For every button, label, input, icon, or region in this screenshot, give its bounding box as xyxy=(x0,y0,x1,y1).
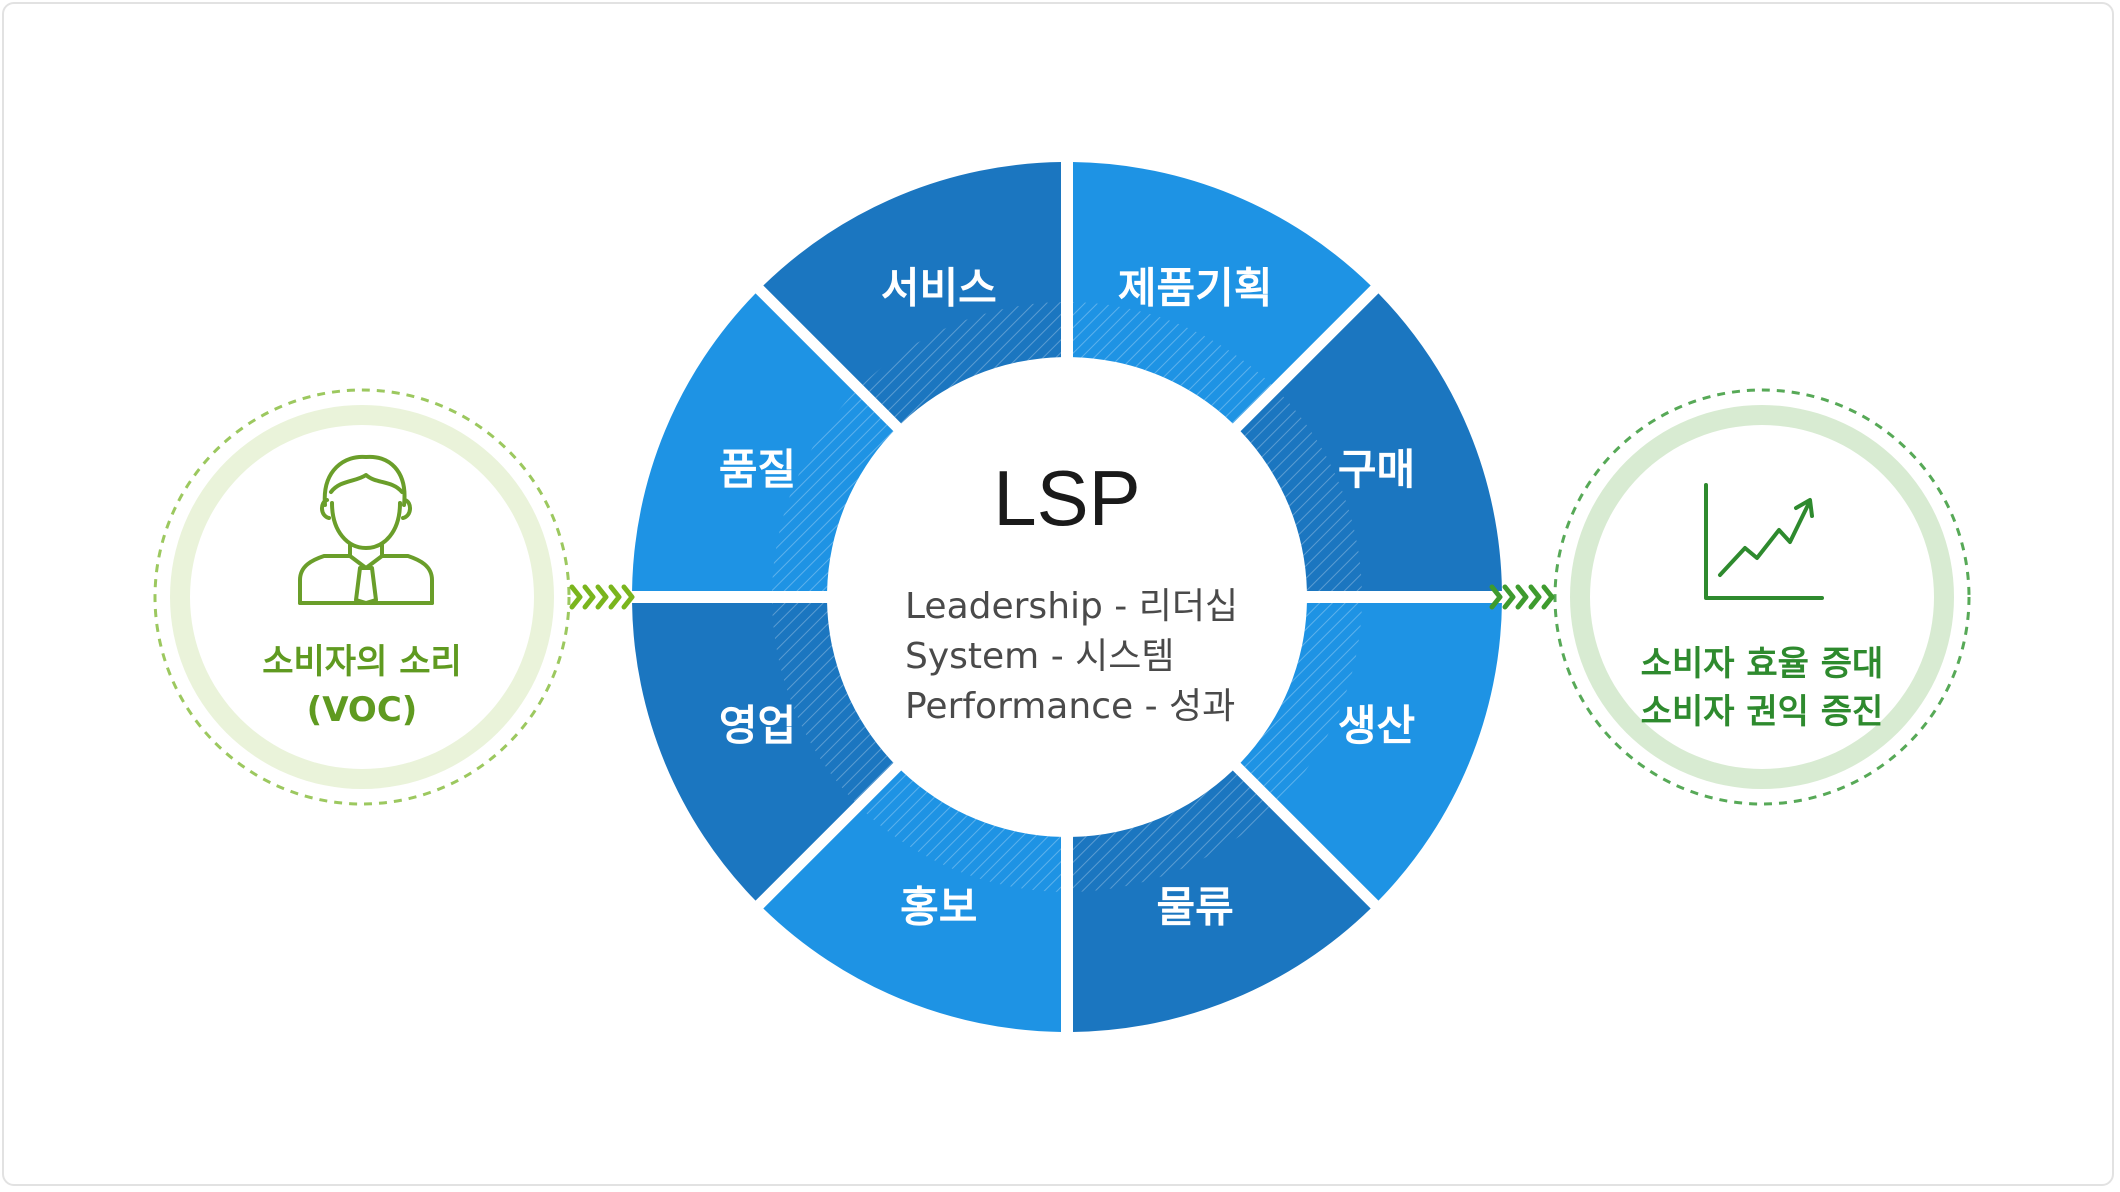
segment-purchase: 구매 xyxy=(1240,293,1502,592)
segment-service: 서비스 xyxy=(763,162,1062,424)
segment-promotion-hatch xyxy=(862,770,1062,892)
segment-purchase-label: 구매 xyxy=(1338,445,1415,494)
segment-service-hatch xyxy=(862,302,1062,424)
segment-sales-hatch xyxy=(772,602,894,802)
segment-quality-label: 품질 xyxy=(719,445,796,494)
segment-production-hatch xyxy=(1240,602,1362,802)
center-title: LSP xyxy=(993,454,1140,542)
voc-label-line1: 소비자의 소리 xyxy=(262,642,462,682)
segment-logistics-label: 물류 xyxy=(1157,882,1234,931)
segment-production: 생산 xyxy=(1240,602,1502,901)
voc-label-line2: (VOC) xyxy=(307,690,418,730)
segment-product-planning: 제품기획 xyxy=(1072,162,1371,424)
arrow-right xyxy=(1489,584,1555,610)
center-disc xyxy=(829,359,1305,835)
segment-promotion: 홍보 xyxy=(763,770,1062,1032)
result-label-line1: 소비자 효율 증대 xyxy=(1641,644,1884,684)
segment-production-label: 생산 xyxy=(1338,701,1415,750)
person-icon xyxy=(298,454,434,605)
growth-chart-icon xyxy=(1704,483,1824,600)
segment-logistics: 물류 xyxy=(1072,770,1371,1032)
center-line-system: System - 시스템 xyxy=(905,636,1174,677)
segment-product-planning-hatch xyxy=(1072,302,1272,424)
segment-quality: 품질 xyxy=(632,293,894,592)
center-panel: LSP Leadership - 리더십 System - 시스템 Perfor… xyxy=(905,454,1238,727)
segment-promotion-label: 홍보 xyxy=(900,882,977,931)
result-label-line2: 소비자 권익 증진 xyxy=(1641,692,1884,732)
segment-sales: 영업 xyxy=(632,602,894,901)
segment-logistics-hatch xyxy=(1072,770,1272,892)
voc-circle: 소비자의 소리 (VOC) xyxy=(153,388,571,806)
segment-quality-hatch xyxy=(772,392,894,592)
segment-purchase-hatch xyxy=(1240,392,1362,592)
center-line-performance: Performance - 성과 xyxy=(905,686,1235,727)
result-circle: 소비자 효율 증대 소비자 권익 증진 xyxy=(1553,388,1971,806)
center-line-leadership: Leadership - 리더십 xyxy=(905,586,1238,627)
segment-sales-label: 영업 xyxy=(719,701,796,750)
arrow-left xyxy=(569,584,635,610)
segment-service-label: 서비스 xyxy=(881,264,997,313)
segment-product-planning-label: 제품기획 xyxy=(1118,264,1273,313)
